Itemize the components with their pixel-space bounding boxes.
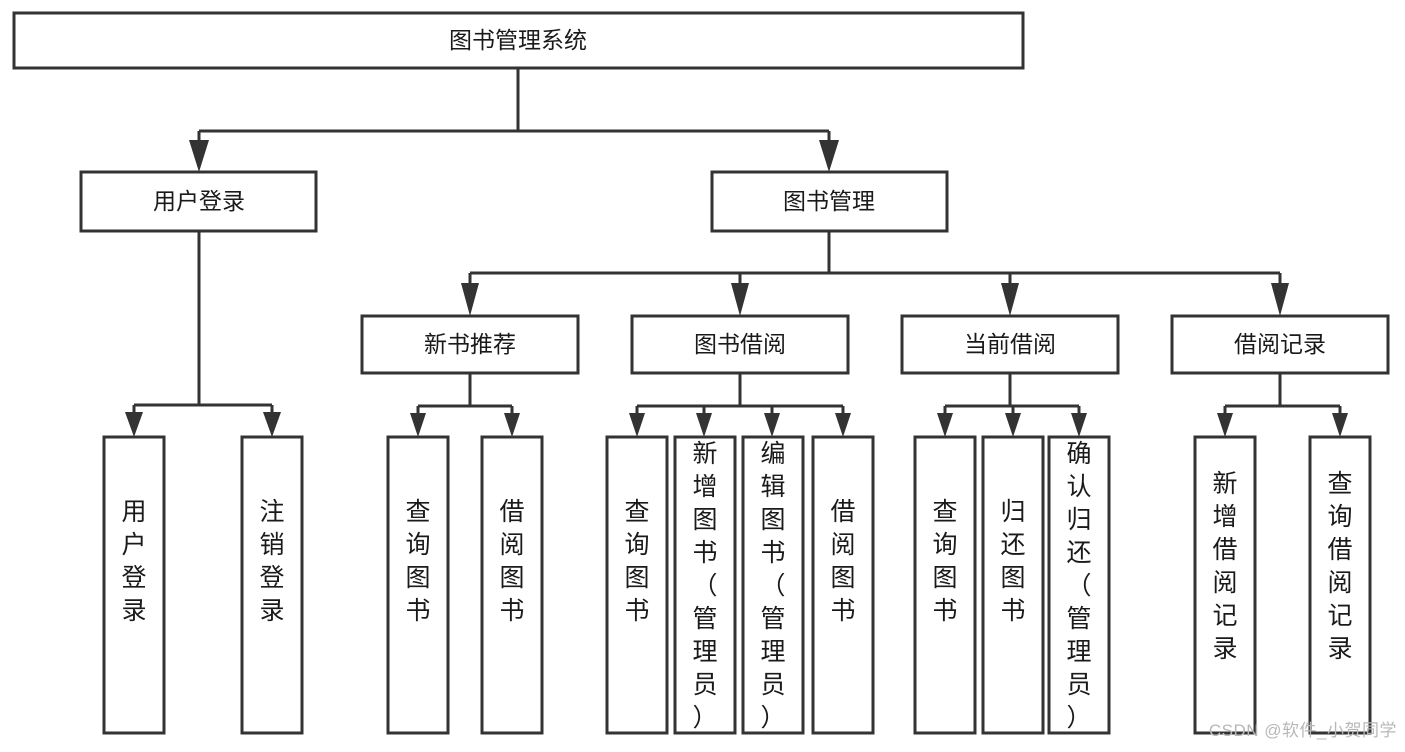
node-current-borrow[interactable]: 当前借阅 (900, 314, 1120, 375)
arrow-head-book-borrow (731, 283, 749, 316)
node-current-borrow-box[interactable] (900, 314, 1120, 375)
node-root-box[interactable] (12, 11, 1025, 70)
node-leaf-add-record[interactable]: 新增借阅记录 (1193, 435, 1257, 735)
node-leaf-edit-book-label: 编辑图书（管理员） (760, 440, 785, 732)
node-leaf-query-record-box[interactable] (1308, 435, 1372, 735)
node-leaf-borrow-book-1[interactable]: 借阅图书 (480, 435, 544, 735)
node-leaf-user-login-label: 用户登录 (121, 498, 146, 625)
node-leaf-user-logout-label: 注销登录 (259, 498, 284, 625)
node-leaf-return-book-label: 归还图书 (1000, 498, 1025, 625)
node-leaf-borrow-book-1-box[interactable] (480, 435, 544, 735)
node-leaf-edit-book-box[interactable] (741, 435, 805, 735)
node-root-label: 图书管理系统 (449, 27, 587, 53)
node-leaf-edit-book[interactable]: 编辑图书（管理员） (741, 435, 805, 735)
node-leaf-confirm-return-label: 确认归还（管理员） (1066, 440, 1091, 732)
node-book-management[interactable]: 图书管理 (710, 170, 949, 233)
node-leaf-borrow-book-2-box[interactable] (811, 435, 875, 735)
node-new-book-recommend-box[interactable] (360, 314, 580, 375)
node-user-login[interactable]: 用户登录 (79, 170, 318, 233)
node-leaf-borrow-book-2[interactable]: 借阅图书 (811, 435, 875, 735)
arrow-head-leaf-add-book (696, 413, 712, 437)
connector-group (125, 69, 1348, 437)
csdn-watermark: CSDN @软件_小贺同学 (1208, 721, 1397, 740)
node-leaf-borrow-book-2-label: 借阅图书 (830, 498, 855, 625)
arrow-head-leaf-edit-book (764, 413, 780, 437)
arrow-head-leaf-borrow-book-2 (835, 413, 851, 437)
node-leaf-query-book-3-label: 查询图书 (932, 498, 957, 625)
leaf-nodes-group: 用户登录 注销登录 查询图书 借阅图书 查询图书 新增图书（管理员） (102, 435, 1372, 735)
node-book-borrow-label: 图书借阅 (694, 331, 786, 357)
arrow-head-current-borrow (1001, 283, 1019, 316)
node-leaf-borrow-book-1-label: 借阅图书 (499, 498, 524, 625)
node-leaf-query-book-1[interactable]: 查询图书 (386, 435, 450, 735)
node-user-login-box[interactable] (79, 170, 318, 233)
arrow-head-leaf-return-book (1005, 413, 1021, 437)
node-leaf-query-book-3[interactable]: 查询图书 (913, 435, 977, 735)
node-current-borrow-label: 当前借阅 (964, 331, 1056, 357)
node-leaf-query-book-1-box[interactable] (386, 435, 450, 735)
node-leaf-user-logout[interactable]: 注销登录 (240, 435, 304, 735)
node-leaf-confirm-return-box[interactable] (1047, 435, 1111, 735)
node-book-borrow[interactable]: 图书借阅 (630, 314, 850, 375)
arrow-head-leaf-query-book-1 (410, 413, 426, 437)
node-leaf-user-login[interactable]: 用户登录 (102, 435, 166, 735)
arrow-head-leaf-query-book-3 (937, 413, 953, 437)
node-new-book-recommend[interactable]: 新书推荐 (360, 314, 580, 375)
arrow-head-leaf-confirm-return (1071, 413, 1087, 437)
arrow-head-leaf-query-book-2 (629, 413, 645, 437)
node-leaf-query-book-3-box[interactable] (913, 435, 977, 735)
node-leaf-add-book[interactable]: 新增图书（管理员） (673, 435, 737, 735)
node-leaf-add-record-label: 新增借阅记录 (1212, 470, 1237, 663)
arrow-head-leaf-user-logout (263, 412, 281, 437)
node-leaf-user-login-box[interactable] (102, 435, 166, 735)
node-leaf-return-book-box[interactable] (981, 435, 1045, 735)
node-leaf-return-book[interactable]: 归还图书 (981, 435, 1045, 735)
node-leaf-query-book-2-label: 查询图书 (624, 498, 649, 625)
arrow-head-book-management (819, 140, 839, 172)
node-leaf-query-record-label: 查询借阅记录 (1327, 470, 1352, 663)
node-root[interactable]: 图书管理系统 (12, 11, 1025, 70)
node-leaf-confirm-return[interactable]: 确认归还（管理员） (1047, 435, 1111, 735)
node-book-borrow-box[interactable] (630, 314, 850, 375)
node-leaf-add-record-box[interactable] (1193, 435, 1257, 735)
arrow-head-new-book-recommend (461, 283, 479, 316)
node-leaf-add-book-box[interactable] (673, 435, 737, 735)
node-borrow-record-label: 借阅记录 (1234, 331, 1326, 357)
node-leaf-query-book-1-label: 查询图书 (405, 498, 430, 625)
node-leaf-query-book-2-box[interactable] (605, 435, 669, 735)
node-borrow-record-box[interactable] (1170, 314, 1390, 375)
node-user-login-label: 用户登录 (153, 188, 245, 214)
arrow-head-user-login (189, 140, 209, 172)
node-borrow-record[interactable]: 借阅记录 (1170, 314, 1390, 375)
arrow-head-borrow-record (1271, 283, 1289, 316)
node-leaf-add-book-label: 新增图书（管理员） (692, 440, 717, 732)
node-leaf-query-record[interactable]: 查询借阅记录 (1308, 435, 1372, 735)
arrow-head-leaf-user-login (125, 412, 143, 437)
arrow-head-leaf-query-record (1332, 413, 1348, 437)
arrow-head-leaf-borrow-book-1 (504, 413, 520, 437)
node-book-management-label: 图书管理 (783, 188, 875, 214)
node-new-book-recommend-label: 新书推荐 (424, 331, 516, 357)
node-book-management-box[interactable] (710, 170, 949, 233)
node-leaf-query-book-2[interactable]: 查询图书 (605, 435, 669, 735)
arrow-head-leaf-add-record (1217, 413, 1233, 437)
node-leaf-user-logout-box[interactable] (240, 435, 304, 735)
